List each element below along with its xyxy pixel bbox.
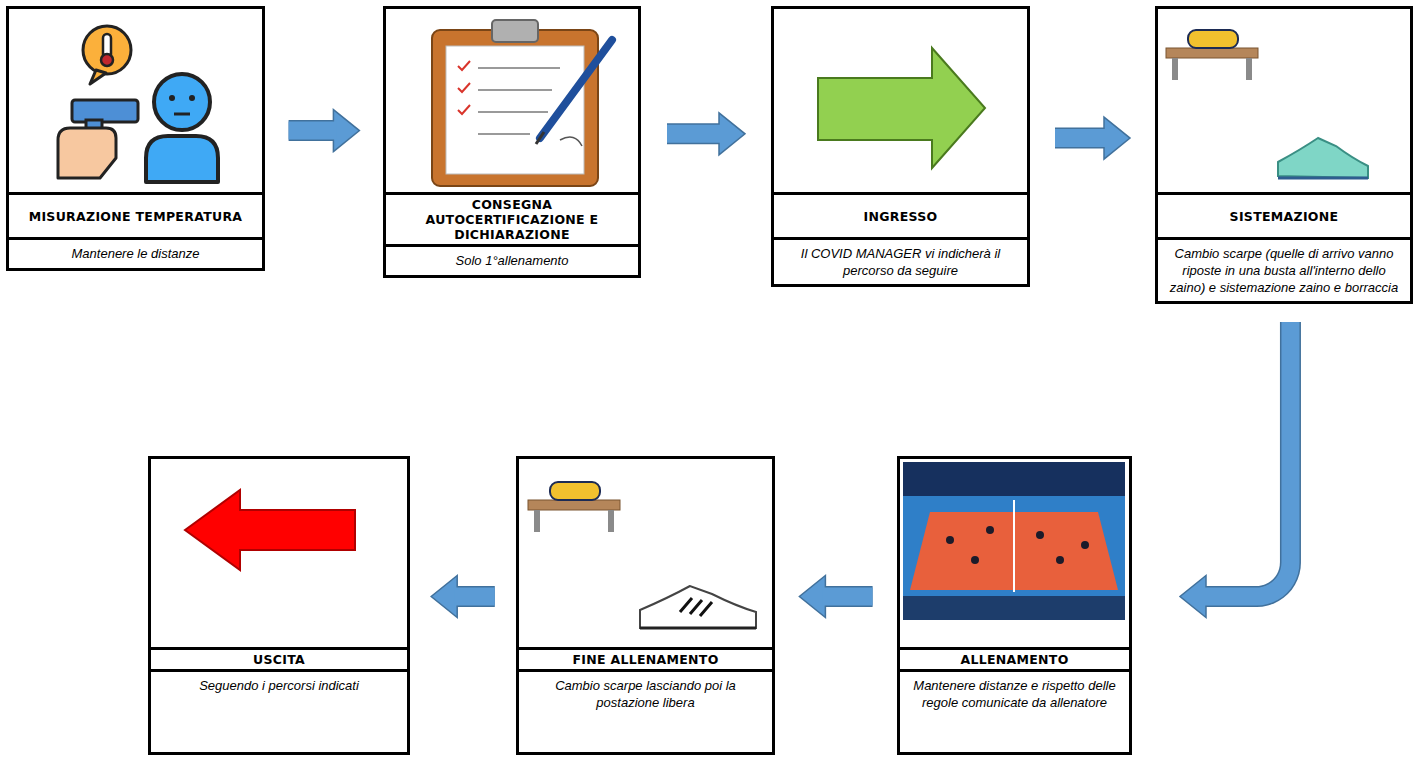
step-box: INGRESSOIl COVID MANAGER vi indicherà il… [771, 6, 1030, 287]
stands [903, 462, 1125, 496]
arrow-head [1180, 576, 1206, 618]
sneaker [640, 586, 756, 628]
thermometer-bulb [101, 54, 113, 66]
flow-arrow [1055, 117, 1130, 159]
flow-arrow [431, 576, 495, 618]
step-box: FINE ALLENAMENTOCambio scarpe lasciando … [516, 456, 775, 755]
arrow-shaft [1055, 129, 1107, 147]
clipboard-icon [432, 20, 612, 186]
picture-area [9, 9, 262, 192]
bench [1166, 48, 1258, 58]
step-heading: MISURAZIONE TEMPERATURA [9, 192, 262, 240]
arrow-shaft [454, 588, 495, 606]
step-note: Seguendo i percorsi indicati [151, 672, 407, 752]
shoe [1278, 138, 1368, 178]
exit-arrow [185, 490, 355, 570]
arrow-shaft [289, 122, 337, 140]
flow-arrow [667, 113, 745, 155]
arrow-head [719, 113, 745, 155]
picture-area [1158, 9, 1410, 192]
shoe-sole [1278, 177, 1368, 180]
bench-leg [608, 510, 614, 532]
step-note: Solo 1°allenamento [386, 247, 638, 275]
step-box: SISTEMAZIONECambio scarpe (quelle di arr… [1155, 6, 1413, 304]
step-box: CONSEGNA AUTOCERTIFICAZIONE E DICHIARAZI… [383, 6, 641, 278]
thermometer-icon [58, 26, 218, 182]
players [946, 526, 1089, 564]
clipboard [432, 30, 598, 186]
entry-arrow [818, 48, 985, 168]
sneaker-stripes [680, 598, 712, 616]
step-heading: SISTEMAZIONE [1158, 192, 1410, 240]
arrow-outline [1206, 322, 1290, 597]
step-note: Mantenere le distanze [9, 240, 262, 268]
flow-arrow [1180, 322, 1290, 618]
arrow-head [431, 576, 457, 618]
person-head [154, 74, 210, 130]
benches [903, 596, 1125, 620]
checkmarks [458, 61, 470, 114]
clip [492, 20, 538, 42]
arrow-shaft [822, 588, 872, 606]
picture-area [900, 459, 1129, 647]
bag [1188, 30, 1238, 48]
volleyball-photo [903, 462, 1125, 620]
arrow-shaft [667, 125, 722, 143]
step-heading: FINE ALLENAMENTO [519, 647, 772, 672]
bubble-tail [90, 70, 106, 84]
bench-shoe-icon [1166, 30, 1368, 178]
flow-arrow [799, 576, 872, 618]
person-body [146, 136, 218, 182]
picture-area [519, 459, 772, 647]
step-note: Cambio scarpe (quelle di arrivo vanno ri… [1158, 240, 1410, 301]
picture-area [386, 9, 638, 192]
picture-area [774, 9, 1027, 192]
flow-arrow [289, 110, 360, 152]
eye [189, 95, 195, 101]
bench-leg [1246, 58, 1252, 80]
picture-area [151, 459, 407, 647]
arrow-head [799, 576, 825, 618]
pen [540, 40, 612, 138]
step-heading: CONSEGNA AUTOCERTIFICAZIONE E DICHIARAZI… [386, 192, 638, 247]
bench-leg [534, 510, 540, 532]
arrow-head [1104, 117, 1130, 159]
signature [560, 137, 582, 146]
bench [528, 500, 620, 510]
bag [550, 482, 600, 500]
photo [903, 462, 1125, 620]
step-note: Il COVID MANAGER vi indicherà il percors… [774, 240, 1027, 284]
speech-bubble [83, 26, 131, 74]
step-note: Cambio scarpe lasciando poi la postazion… [519, 672, 772, 752]
eye [169, 95, 175, 101]
step-heading: USCITA [151, 647, 407, 672]
thermometer-gun [72, 100, 138, 122]
pen-tip [536, 132, 544, 144]
step-box: ALLENAMENTOMantenere distanze e rispetto… [897, 456, 1132, 755]
step-box: MISURAZIONE TEMPERATURAMantenere le dist… [6, 6, 265, 271]
arrow-head [333, 110, 359, 152]
bench-sneaker-icon [528, 482, 756, 628]
arrow-shaft [1203, 322, 1290, 597]
hand [58, 128, 116, 178]
mouth [174, 113, 190, 116]
bench-leg [1172, 58, 1178, 80]
step-heading: ALLENAMENTO [900, 647, 1129, 672]
sneaker-sole [640, 627, 756, 630]
net [1013, 500, 1015, 592]
step-heading: INGRESSO [774, 192, 1027, 240]
step-note: Mantenere distanze e rispetto delle rego… [900, 672, 1129, 752]
step-box: USCITASeguendo i percorsi indicati [148, 456, 410, 755]
